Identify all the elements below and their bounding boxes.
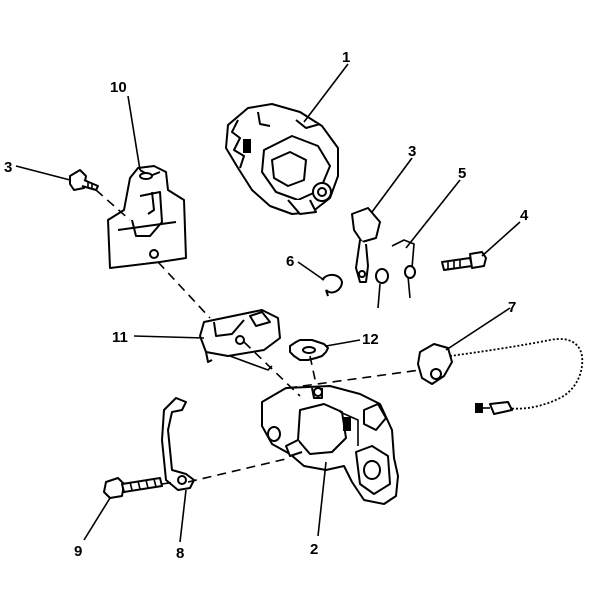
callout-12: 12: [362, 331, 379, 348]
callout-3-lever: 3: [408, 143, 416, 160]
part-10-bracket: [107, 165, 187, 269]
part-3-screw-left: [69, 169, 99, 191]
part-9-screw: [103, 477, 163, 499]
callout-7: 7: [508, 299, 516, 316]
callout-8: 8: [176, 545, 184, 562]
callout-2: 2: [310, 541, 318, 558]
callout-3-screw: 3: [4, 159, 12, 176]
part-6-clip: [321, 274, 343, 297]
lever-washer: [375, 268, 389, 309]
part-11-contact-plate: [199, 309, 281, 371]
part-4-bolt: [441, 251, 487, 271]
callout-labels: 1 2 3 3 4 5 6 7 8 9 10 11 12: [4, 49, 529, 562]
callout-10: 10: [110, 79, 127, 96]
callout-1: 1: [342, 49, 350, 66]
part-8-spring-arm: [161, 397, 195, 491]
leader-lines: [15, 63, 521, 543]
part-2-housing: [261, 385, 399, 505]
part-12-star-washer: [289, 339, 329, 361]
callout-11: 11: [112, 329, 128, 346]
assembly-lines: [95, 189, 421, 485]
part-3-lever: [351, 207, 381, 283]
callout-6: 6: [286, 253, 294, 270]
callout-5: 5: [458, 165, 466, 182]
part-1-cam-assembly: [225, 103, 339, 215]
callout-9: 9: [74, 543, 82, 560]
part-5-spring: [391, 239, 416, 299]
callout-4: 4: [520, 207, 529, 224]
part-7-cable-terminal: [417, 338, 584, 415]
